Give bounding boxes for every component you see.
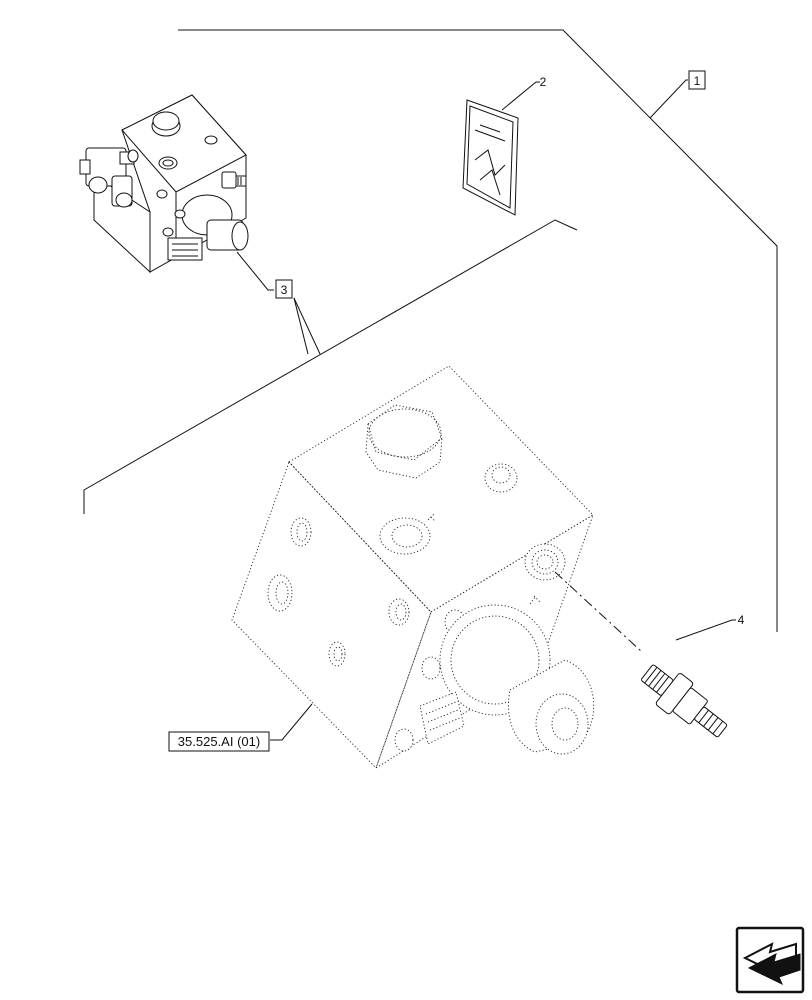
callout-2[interactable]: 2 [540,75,547,89]
callout-4[interactable]: 4 [738,613,745,627]
callout-1[interactable]: 1 [688,70,706,90]
reference-link-label: 35.525.AI (01) [178,734,260,749]
reference-link[interactable]: 35.525.AI (01) [168,731,270,752]
valve-block-assembly-small [79,94,249,274]
callout-4-label: 4 [738,613,745,627]
assembly-bracket-line [83,219,578,514]
valve-block-exploded [231,365,595,770]
next-page-arrow-icon[interactable] [735,926,805,994]
callout-3[interactable]: 3 [275,279,293,299]
callout-1-label: 1 [694,74,701,88]
pressure-switch [641,664,728,738]
callout-3-label: 3 [281,283,288,297]
instruction-sheet [462,99,519,216]
leader-lines [236,79,736,741]
kit-bracket-line [178,29,778,632]
callout-2-label: 2 [540,75,547,89]
assembly-axis-line [554,571,643,653]
